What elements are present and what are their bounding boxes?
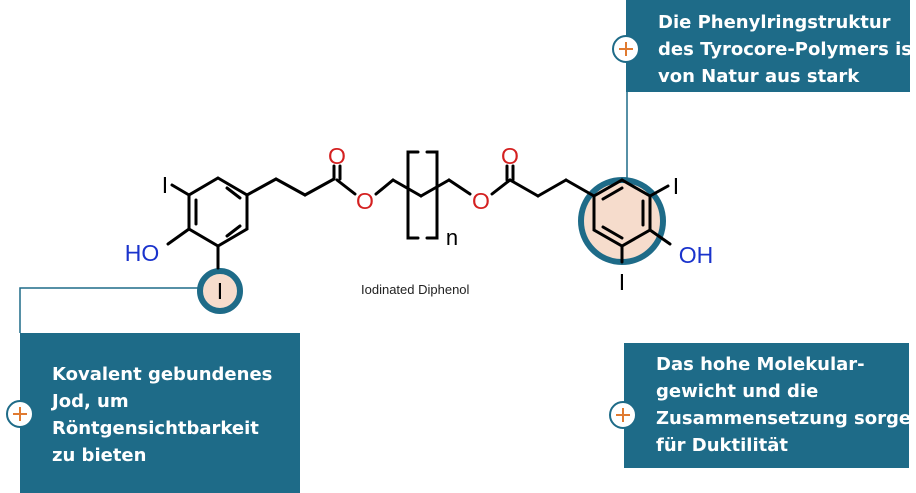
plus-icon[interactable] [6, 400, 34, 428]
callout-line: Kovalent gebundenes [52, 364, 273, 385]
bonds [166, 150, 672, 270]
callout-line: Die Phenylringstruktur [658, 12, 891, 33]
atom-oxygen-carbonyl-left: O [328, 143, 346, 169]
atom-iodine-top-right: I [673, 173, 679, 199]
callout-line: von Natur aus stark [658, 66, 860, 87]
callout-line: des Tyrocore-Polymers ist [658, 39, 916, 60]
callout-line: gewicht und die [656, 381, 819, 402]
atom-iodine-top-left: I [162, 172, 168, 198]
callout-line: für Duktilität [656, 435, 788, 456]
atom-iodine-bottom-right: I [619, 269, 625, 295]
plus-icon[interactable] [612, 35, 640, 63]
callout-line: Zusammensetzung sorgen [656, 408, 916, 429]
atom-oxygen-ester-left: O [356, 188, 374, 214]
callout-line: Röntgensichtbarkeit [52, 418, 259, 439]
molecule-caption: Iodinated Diphenol [361, 282, 470, 297]
callout-iodine: Kovalent gebundenes Jod, um Röntgensicht… [20, 333, 300, 493]
connector-left [19, 287, 200, 333]
atom-hydroxyl-left: HO [125, 240, 160, 266]
callout-line: Das hohe Molekular- [656, 354, 865, 375]
atom-hydroxyl-right: OH [679, 242, 714, 268]
repeat-subscript: n [446, 225, 458, 250]
callout-line: Jod, um [52, 391, 129, 412]
callout-line: zu bieten [52, 445, 147, 466]
atom-iodine-bottom-left: I [217, 278, 223, 304]
atom-oxygen-carbonyl-right: O [501, 143, 519, 169]
iodine-highlight [197, 268, 243, 314]
atom-oxygen-ester-right: O [472, 188, 490, 214]
plus-icon[interactable] [609, 401, 637, 429]
callout-molecular-weight: Das hohe Molekular- gewicht und die Zusa… [624, 343, 916, 468]
callout-phenyl-ring: Die Phenylringstruktur des Tyrocore-Poly… [626, 0, 916, 92]
